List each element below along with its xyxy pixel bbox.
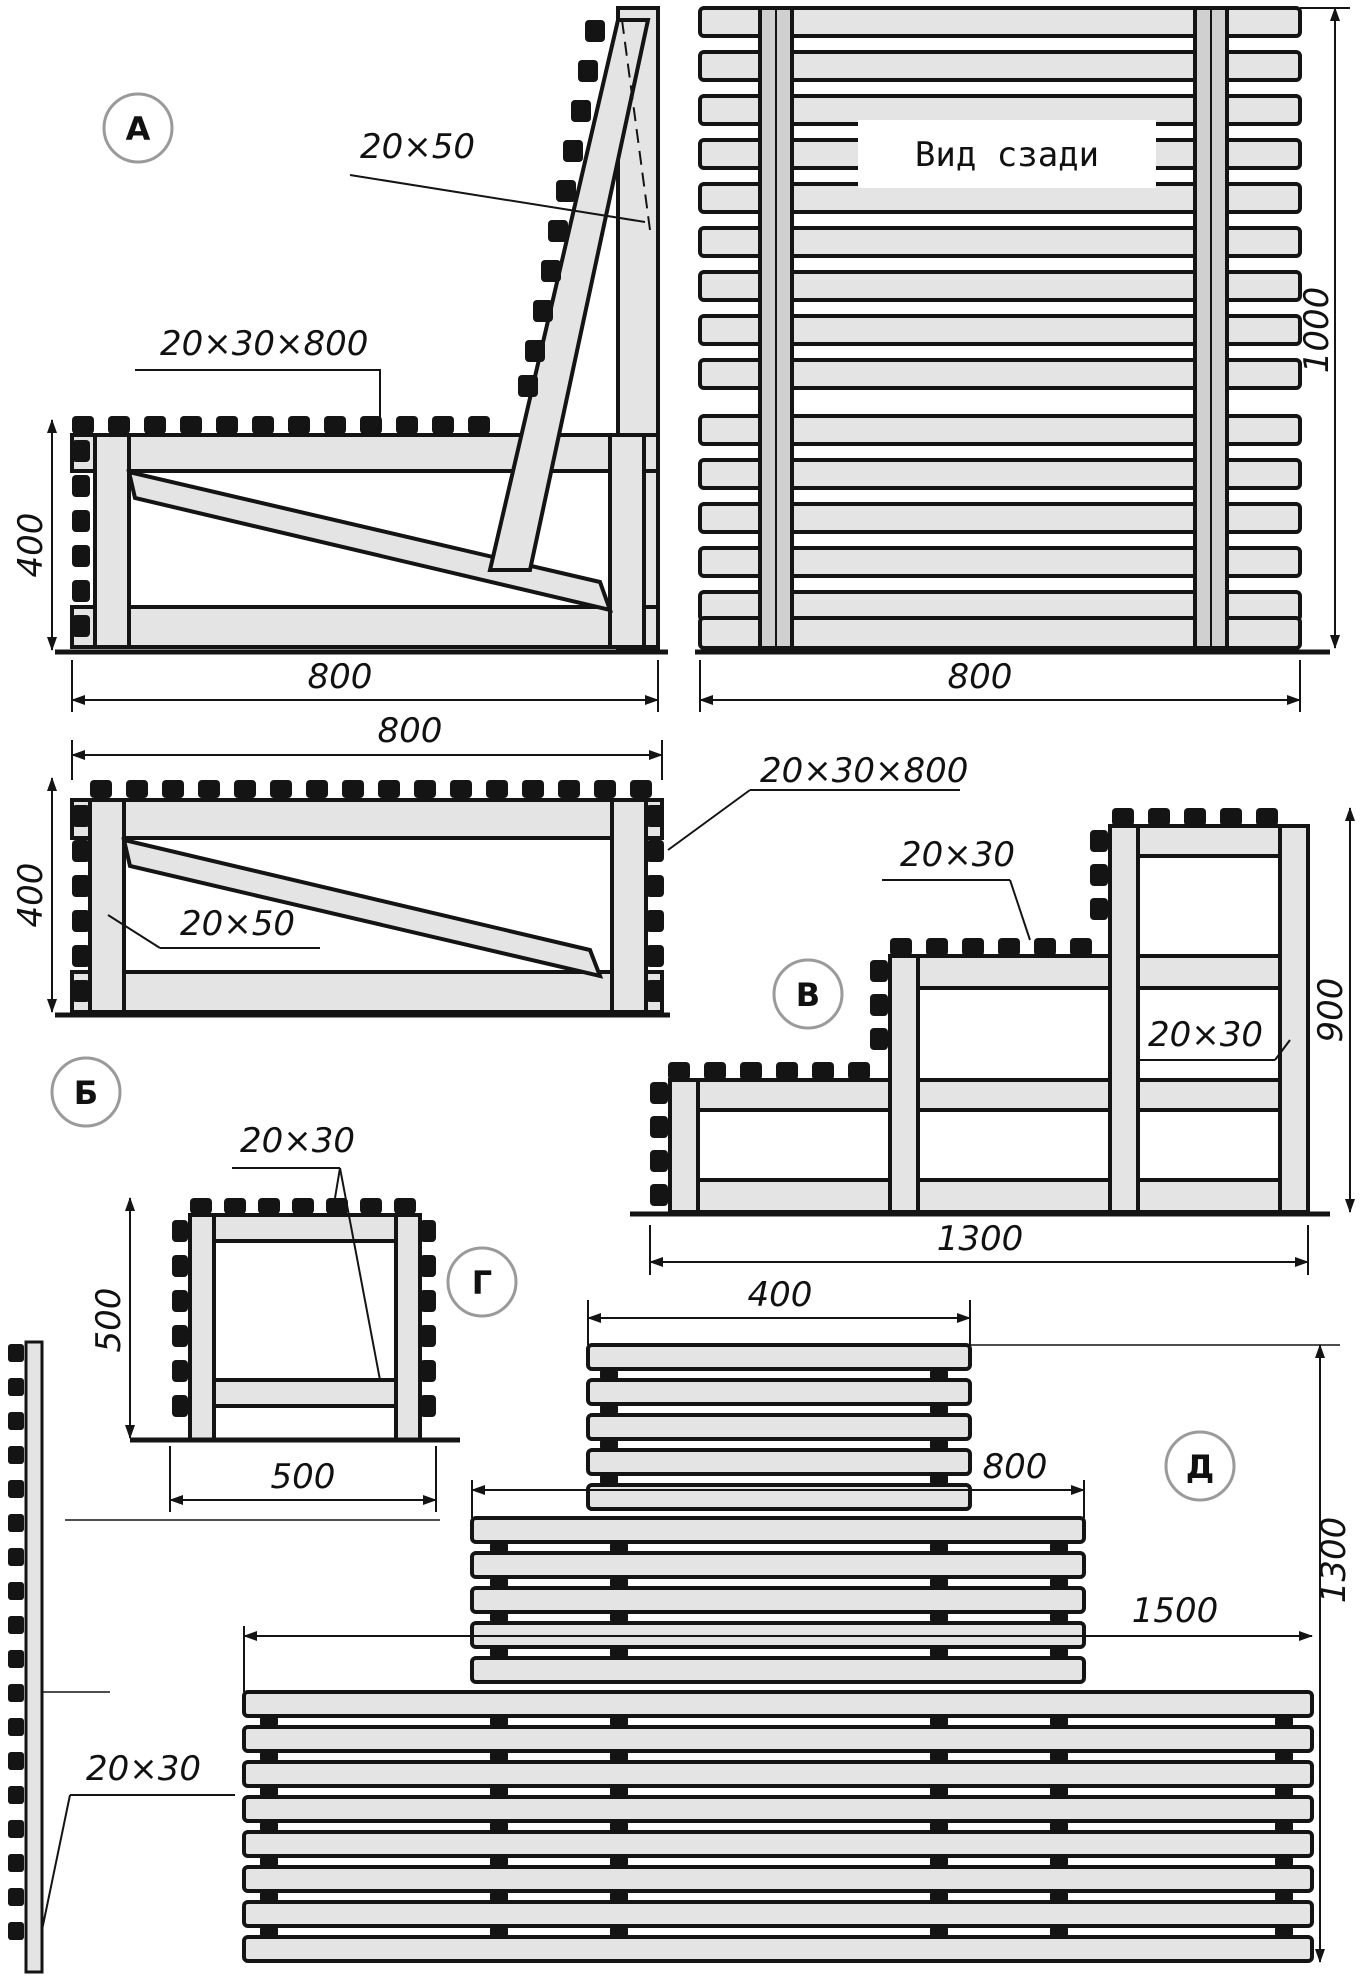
view-d-dim-top: 400 <box>748 1275 813 1315</box>
front-leg <box>93 433 131 649</box>
view-a-dim-width: 800 <box>308 657 373 697</box>
b-left-slats <box>72 805 90 1002</box>
view-b: 800 400 20×30×800 20×50 Б <box>11 711 968 1128</box>
view-b-dim-width: 800 <box>378 711 443 751</box>
view-g: 20×30 Г 500 500 <box>89 1121 518 1512</box>
view-v-label-top: 20×30 <box>900 835 1015 875</box>
view-a-letter: А <box>126 110 151 148</box>
rear-dim-width: 800 <box>948 657 1013 697</box>
v-top-slats <box>668 808 1278 1080</box>
front-slats <box>72 440 90 637</box>
view-d-dim-mid: 800 <box>983 1447 1048 1487</box>
view-v-label-side: 20×30 <box>1148 1015 1263 1055</box>
view-a-label-top: 20×50 <box>360 127 475 167</box>
seat-brace <box>126 469 614 613</box>
view-v-marker <box>772 958 844 1030</box>
view-v-dim-width: 1300 <box>937 1219 1024 1259</box>
rear-leg <box>608 433 646 649</box>
view-d-marker <box>1164 1430 1236 1502</box>
view-b-dim-height: 400 <box>11 863 51 928</box>
back-strut <box>487 18 651 572</box>
b-top-slats <box>90 780 652 798</box>
seat-top-rail <box>70 433 660 473</box>
view-a: А 20×50 20×30×800 400 800 <box>11 6 668 712</box>
view-b-letter: Б <box>74 1074 98 1112</box>
b-right-leg <box>610 798 648 1014</box>
v-side-slats <box>650 830 1108 1206</box>
view-d-label-side: 20×30 <box>86 1749 201 1789</box>
b-right-slats <box>646 805 664 1002</box>
d-side-slats <box>8 1344 24 1940</box>
view-a-dim-height: 400 <box>11 513 51 578</box>
b-bottom-rail <box>70 970 664 1014</box>
view-v: В 20×30 20×30 1300 900 <box>630 807 1355 1275</box>
view-v-letter: В <box>796 976 820 1014</box>
g-slats <box>172 1198 436 1417</box>
rear-title-box <box>858 120 1156 188</box>
view-d-letter: Д <box>1186 1448 1215 1486</box>
view-d-dim-bottom: 1500 <box>1132 1591 1219 1631</box>
view-g-dim-height: 500 <box>89 1288 129 1353</box>
rear-dim-height: 1000 <box>1297 287 1337 374</box>
d-joists <box>260 1369 1293 1937</box>
view-g-marker <box>446 1246 518 1318</box>
seat-bottom-rail <box>70 605 660 649</box>
seat-slats <box>72 416 490 434</box>
view-a-label-slats: 20×30×800 <box>160 324 368 364</box>
view-v-dim-height: 900 <box>1311 978 1351 1043</box>
view-d-dim-height: 1300 <box>1314 1517 1354 1604</box>
view-rear: Вид сзади 1000 800 <box>695 6 1350 712</box>
view-b-label-slats: 20×30×800 <box>760 751 968 791</box>
view-g-dim-width: 500 <box>271 1457 336 1497</box>
b-left-leg <box>88 798 126 1014</box>
view-g-label: 20×30 <box>240 1121 355 1161</box>
d-bottom-tier <box>242 1690 1314 1963</box>
view-b-label-brace: 20×50 <box>180 904 295 944</box>
b-brace <box>121 837 604 979</box>
rear-title: Вид сзади <box>915 135 1099 175</box>
d-mid-tier <box>470 1516 1086 1684</box>
view-b-marker <box>50 1056 122 1128</box>
view-g-letter: Г <box>472 1264 492 1302</box>
back-slats <box>518 20 605 397</box>
view-d: 20×30 <box>8 1275 1354 1974</box>
rear-slats <box>698 6 1302 650</box>
d-top-tier <box>586 1343 972 1511</box>
d-side-board <box>24 1340 44 1974</box>
b-top-rail <box>70 798 664 840</box>
view-a-marker <box>102 92 174 164</box>
